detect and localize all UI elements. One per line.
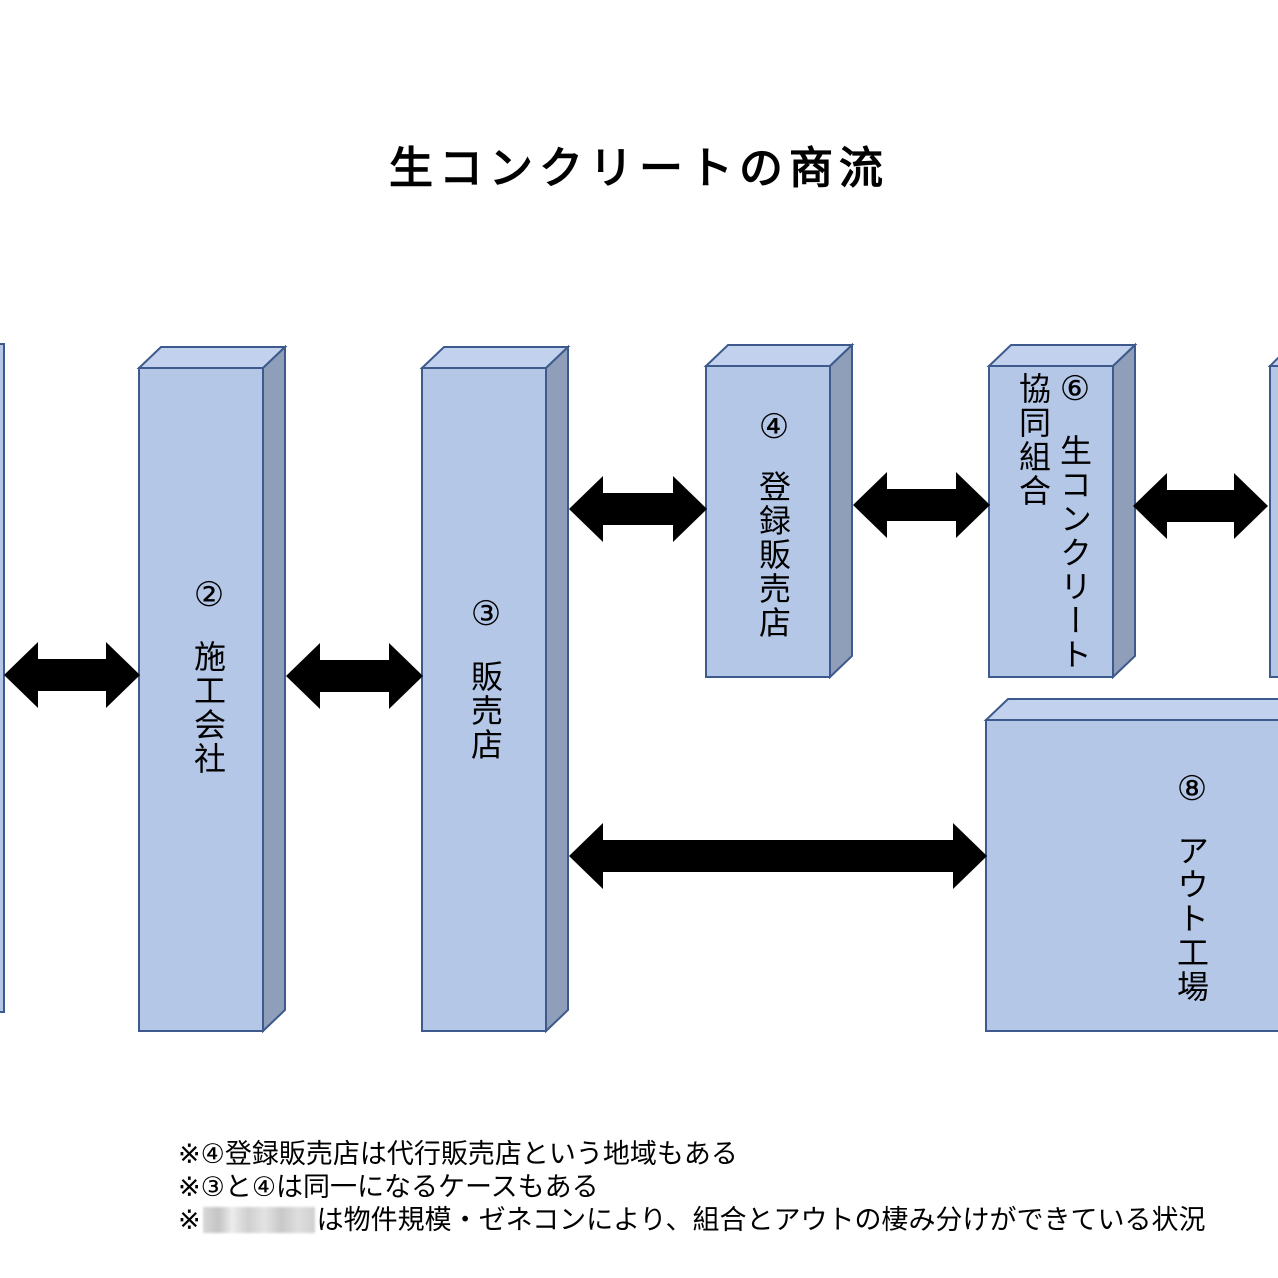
footnote-1: ※④登録販売店は代行販売店という地域もある — [178, 1139, 738, 1170]
redacted-name-block — [202, 1207, 315, 1233]
diagram-title: 生コンクリートの商流 — [389, 143, 889, 194]
box-node-4 — [703, 342, 855, 680]
node-3-label: 販売店 — [466, 660, 504, 762]
node-4-number: ④ — [758, 407, 790, 447]
node-6-label-sub: 協同組合 — [1014, 372, 1052, 508]
box-node-3 — [419, 344, 571, 1034]
box-node-7-partial — [1267, 356, 1278, 678]
box-node-1-partial — [0, 343, 5, 1013]
box-node-2 — [136, 344, 288, 1034]
node-8-label: アウト工場 — [1172, 834, 1210, 1004]
footnote-3-suffix: は物件規模・ゼネコンにより、組合とアウトの棲み分けができている状況 — [316, 1205, 1206, 1236]
box-node-8 — [983, 698, 1278, 1032]
node-8-number: ⑧ — [1176, 769, 1208, 809]
arrow-3-8 — [569, 823, 987, 889]
arrow-6-7 — [1133, 473, 1268, 539]
arrow-1-2 — [4, 642, 140, 708]
node-2-number: ② — [193, 575, 225, 615]
footnote-3: ※ は物件規模・ゼネコンにより、組合とアウトの棲み分けができている状況 — [178, 1204, 1205, 1237]
node-6-number: ⑥ — [1059, 369, 1091, 409]
footnote-2: ※③と④は同一になるケースもある — [178, 1172, 599, 1203]
node-2-label: 施工会社 — [189, 640, 227, 776]
node-4-label: 登録販売店 — [754, 470, 792, 640]
arrow-2-3 — [286, 643, 423, 709]
node-3-number: ③ — [470, 594, 502, 634]
node-6-label-main: 生コンクリート — [1055, 434, 1093, 672]
footnotes: ※④登録販売店は代行販売店という地域もある ※③と④は同一になるケースもある ※… — [178, 1138, 1205, 1237]
footnote-3-prefix: ※ — [178, 1205, 201, 1236]
arrow-4-6 — [853, 472, 990, 538]
arrow-3-4 — [569, 476, 707, 542]
box-node-6 — [986, 342, 1138, 680]
